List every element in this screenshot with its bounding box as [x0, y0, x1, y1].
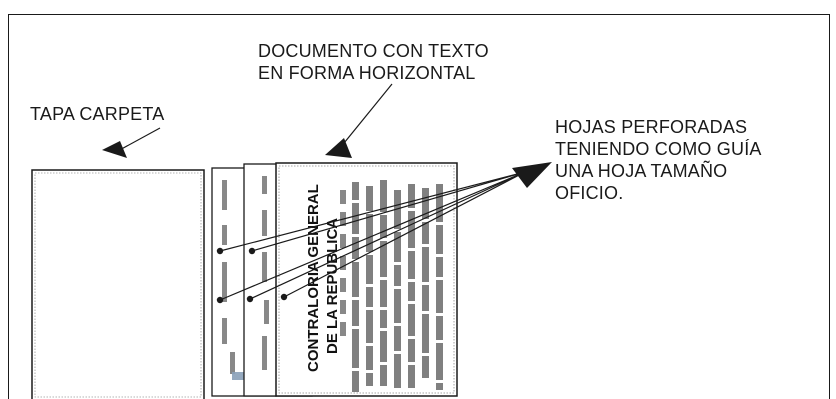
text-column-segment — [352, 371, 359, 392]
text-column-segment — [436, 316, 443, 340]
text-column-segment — [408, 339, 415, 362]
documento-pointer-line — [339, 83, 393, 149]
text-column-segment — [422, 188, 429, 219]
text-column-segment — [352, 182, 359, 200]
text-column-segment — [340, 278, 346, 292]
text-column-segment — [380, 365, 387, 386]
hole-punch-pointer-lines — [219, 171, 526, 301]
text-column-segment — [436, 225, 443, 254]
text-column-segment — [408, 184, 415, 208]
text-column-segment — [352, 300, 359, 326]
sheet-mark — [222, 225, 227, 245]
text-column-segment — [352, 203, 359, 234]
sheet-mark — [262, 336, 267, 370]
text-column-segment — [340, 234, 346, 248]
sheet-mark — [222, 180, 227, 210]
text-column-segment — [408, 282, 415, 301]
text-column-segment — [340, 322, 346, 336]
text-column-segment — [422, 314, 429, 353]
text-column-segment — [340, 300, 346, 314]
sheet-mark — [230, 352, 235, 374]
text-column-segment — [366, 186, 373, 211]
text-column-segment — [380, 180, 387, 212]
sheet-mark — [222, 318, 227, 344]
diagram-frame — [8, 14, 830, 399]
text-column-segment — [366, 310, 373, 343]
documento-label-line-1: DOCUMENTO CON TEXTO — [258, 41, 489, 61]
punch-hole — [280, 293, 288, 301]
sheet-mark — [262, 210, 267, 236]
text-column-segment — [340, 256, 346, 270]
text-column-segment — [352, 329, 359, 368]
text-column-segment — [366, 214, 373, 252]
sheet-mark — [262, 252, 267, 282]
text-column-segment — [436, 280, 443, 313]
punch-hole — [216, 247, 224, 255]
text-column-segment — [408, 365, 415, 388]
text-column-segment — [366, 255, 373, 284]
text-column-segment — [436, 383, 443, 390]
text-column-segment — [408, 304, 415, 336]
text-column-segment — [408, 251, 415, 279]
text-column-segment — [366, 346, 373, 370]
punch-hole — [216, 296, 224, 304]
tapa-pointer-line — [115, 127, 161, 153]
text-column-segment — [352, 262, 359, 297]
text-column-segment — [394, 354, 401, 388]
text-column-segment — [408, 211, 415, 248]
text-column-segment — [422, 247, 429, 282]
text-column-segment — [436, 184, 443, 222]
text-column-segment — [366, 287, 373, 307]
text-column-segment — [436, 257, 443, 277]
stacked-sheet-middle-marks — [262, 176, 269, 370]
document-title-line-1: CONTRALORIA GENERAL — [305, 184, 322, 372]
text-column-segment — [422, 285, 429, 311]
punch-hole — [246, 295, 254, 303]
text-column-segment — [422, 356, 429, 378]
document-page-inner-border — [278, 165, 455, 394]
stacked-sheet-back-marks — [222, 180, 246, 380]
text-column-segment — [394, 265, 401, 286]
text-column-segment — [380, 280, 387, 307]
punch-holes — [216, 247, 288, 304]
text-column-segment — [380, 241, 387, 277]
sheet-mark — [222, 262, 227, 302]
text-column-segment — [352, 237, 359, 259]
text-column-segment — [394, 326, 401, 351]
text-column-segment — [436, 343, 443, 380]
hojas-label-line-1: HOJAS PERFORADAS — [555, 117, 748, 137]
sheet-mark — [232, 372, 246, 380]
tapa-arrowhead — [102, 141, 127, 158]
sheet-mark — [262, 176, 267, 194]
hojas-arrowhead — [512, 162, 552, 188]
document-vertical-title: CONTRALORIA GENERAL DE LA REPUBLICA — [305, 184, 341, 372]
documento-arrowhead — [325, 138, 352, 158]
text-column-segment — [340, 190, 346, 204]
text-column-segment — [380, 310, 387, 328]
hojas-label-line-4: OFICIO. — [555, 183, 624, 203]
text-column-segment — [380, 331, 387, 362]
text-column-segment — [422, 222, 429, 244]
folder-cover — [31, 169, 205, 399]
text-column-segment — [394, 289, 401, 323]
punch-hole — [248, 247, 256, 255]
tapa-carpeta-label: TAPA CARPETA — [30, 104, 165, 124]
text-column-segment — [380, 215, 387, 238]
text-column-segment — [394, 232, 401, 262]
documento-label-line-2: EN FORMA HORIZONTAL — [258, 63, 476, 83]
document-title-line-2: DE LA REPUBLICA — [324, 218, 341, 354]
hojas-label-line-2: TENIENDO COMO GUÍA — [555, 139, 762, 159]
hojas-label-line-3: UNA HOJA TAMAÑO — [555, 161, 728, 181]
sheet-mark — [264, 300, 269, 324]
text-column-segment — [366, 373, 373, 386]
